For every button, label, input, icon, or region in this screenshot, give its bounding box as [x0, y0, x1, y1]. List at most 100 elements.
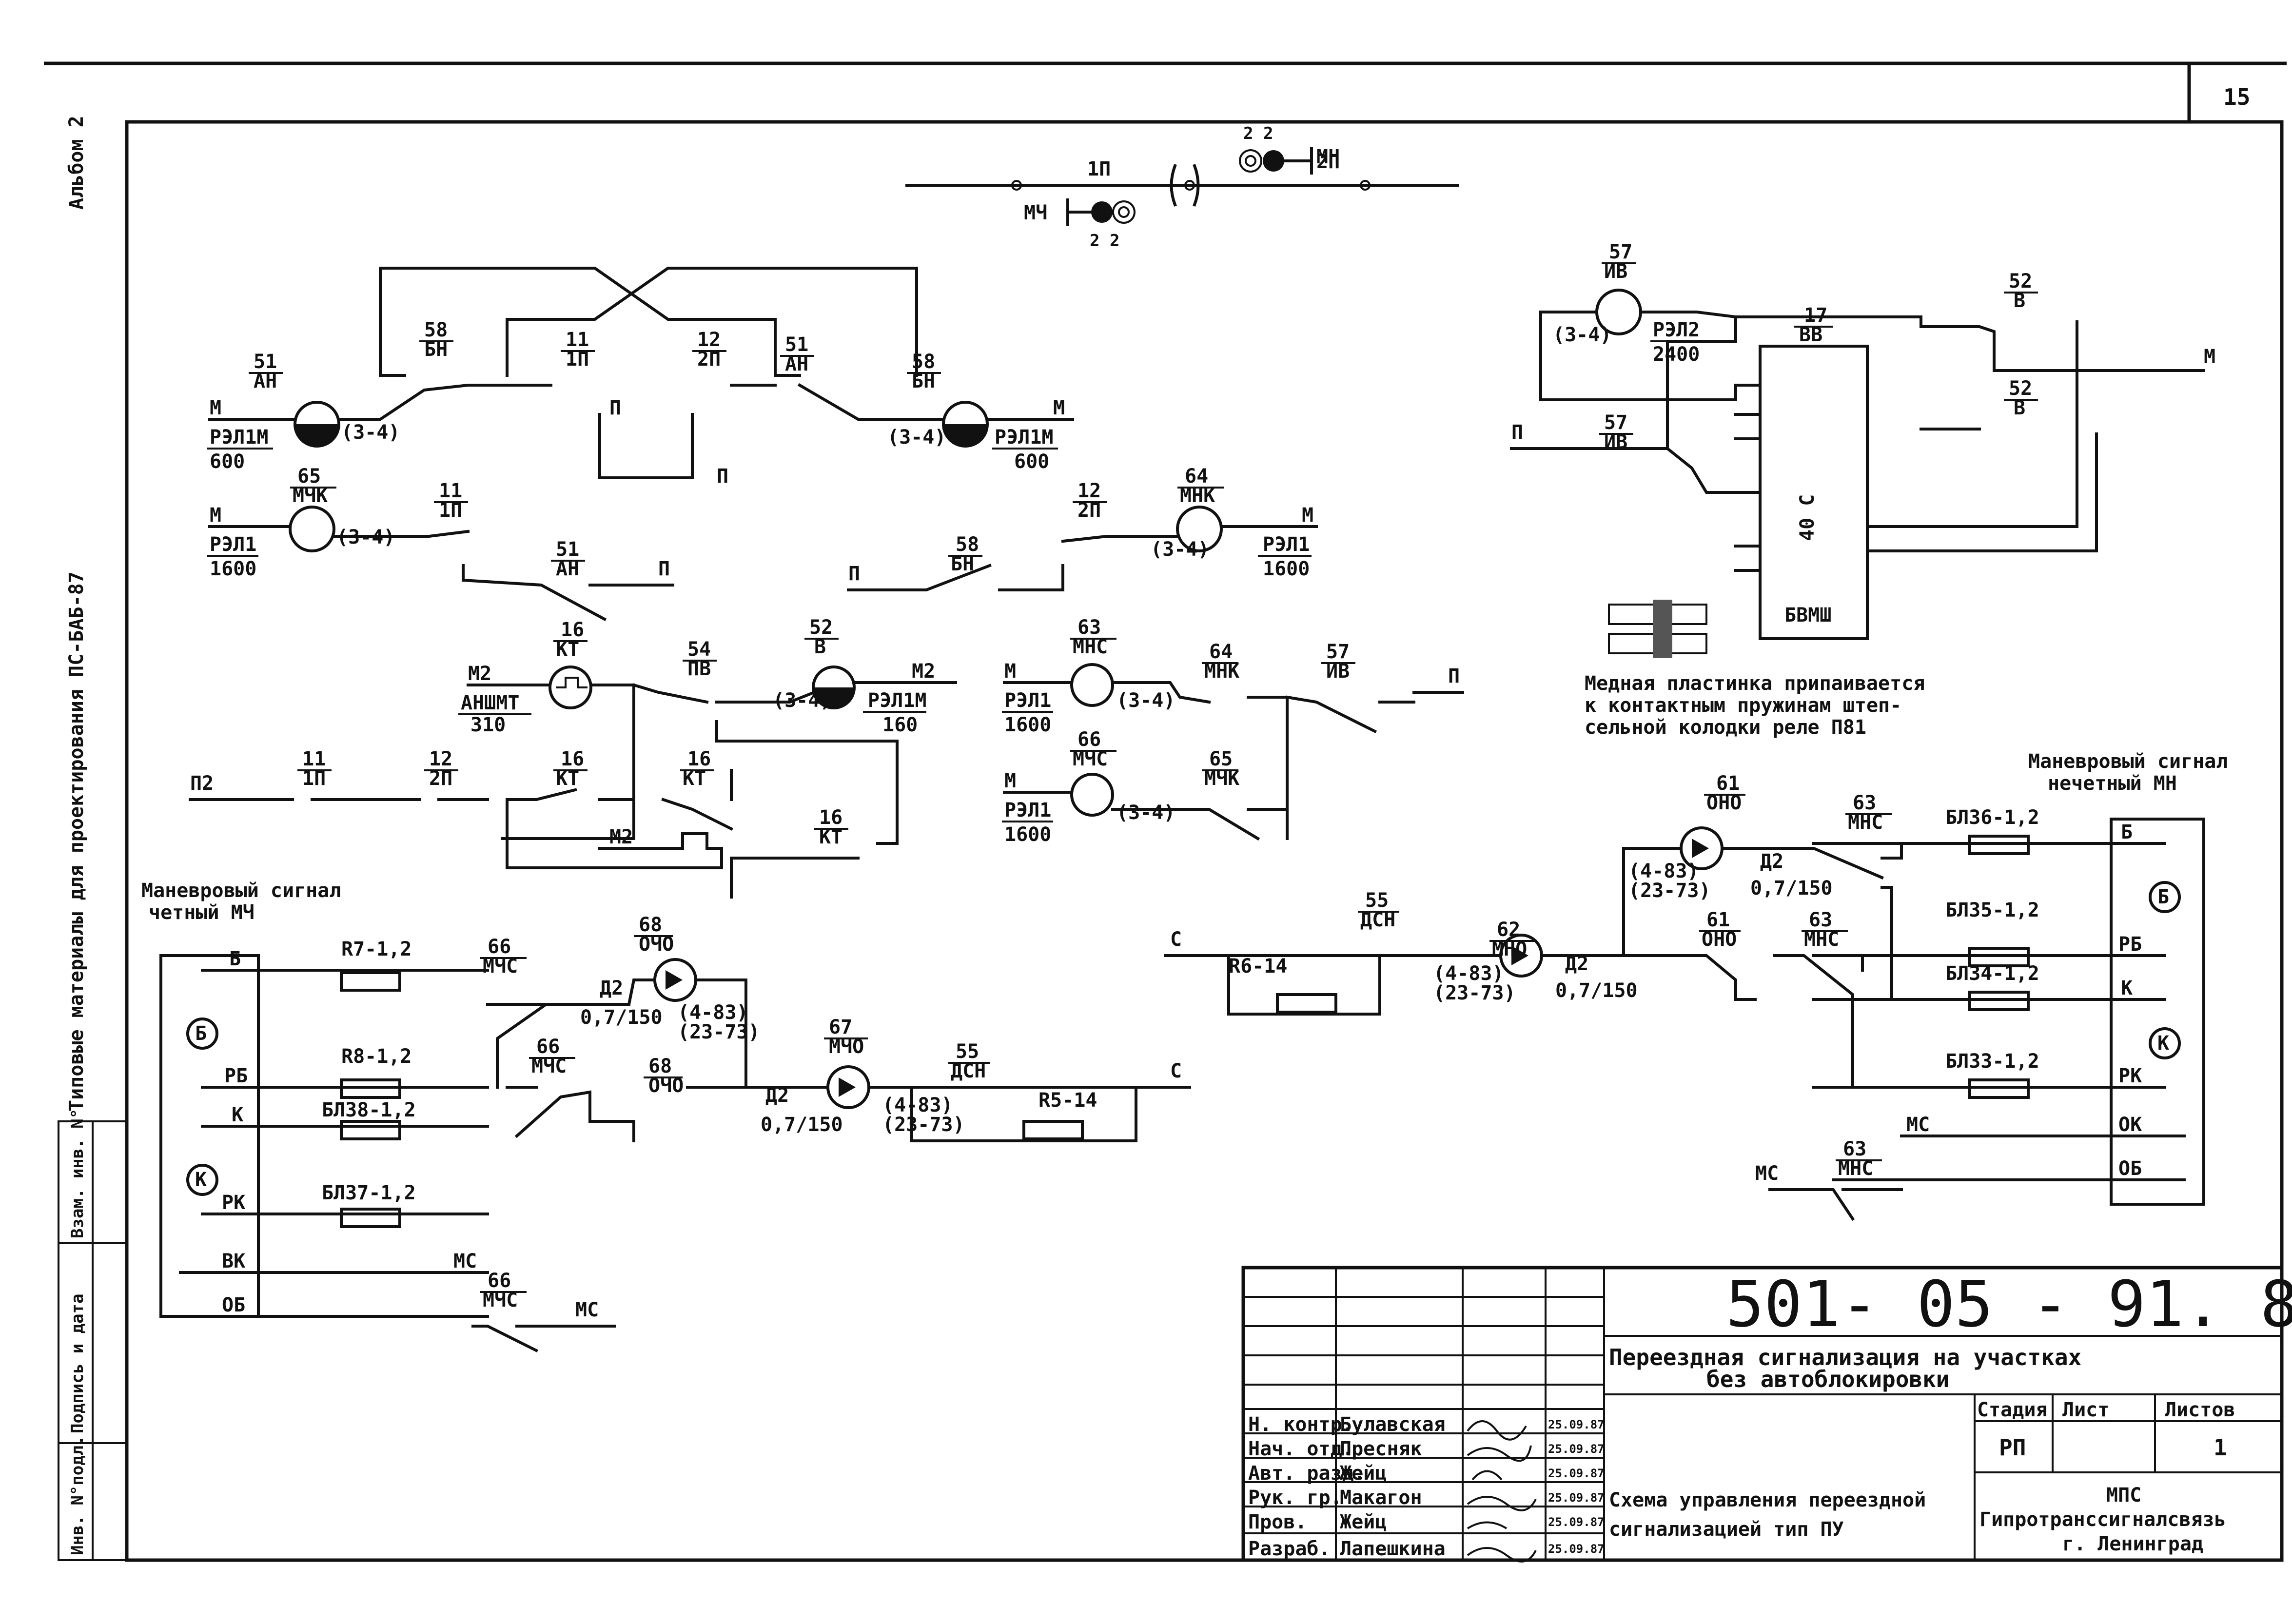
svg-text:1: 1 [2214, 1434, 2227, 1461]
svg-text:С: С [1170, 928, 1182, 951]
svg-text:58: 58 [912, 351, 935, 373]
signal-mn-circuit: Маневровый сигнал нечетный МН Б К Б РБ К… [1164, 750, 2228, 1221]
svg-text:51: 51 [785, 333, 808, 356]
svg-text:Б: Б [2121, 821, 2133, 843]
bvmsh-block [1759, 345, 1869, 640]
svg-text:К: К [195, 1169, 207, 1191]
svg-text:нечетный МН: нечетный МН [2048, 772, 2177, 795]
svg-text:РЭЛ1: РЭЛ1 [1263, 533, 1310, 556]
svg-text:Жейц: Жейц [1340, 1462, 1387, 1485]
svg-text:1600: 1600 [1004, 714, 1051, 736]
svg-text:57: 57 [1326, 641, 1350, 663]
svg-text:25.09.87: 25.09.87 [1548, 1467, 1605, 1480]
svg-text:К: К [232, 1104, 243, 1126]
svg-text:(4-83): (4-83) [882, 1094, 953, 1116]
svg-text:160: 160 [882, 714, 918, 736]
svg-text:Пресняк: Пресняк [1340, 1438, 1422, 1460]
svg-text:четный МЧ: четный МЧ [149, 901, 255, 924]
svg-text:ОК: ОК [2118, 1114, 2142, 1136]
svg-text:1600: 1600 [1004, 823, 1051, 846]
svg-text:Пров.: Пров. [1248, 1511, 1307, 1533]
svg-text:600: 600 [210, 450, 245, 473]
svg-text:Гипротранссигналсвязь: Гипротранссигналсвязь [1979, 1508, 2226, 1531]
svg-text:(4-83): (4-83) [1433, 962, 1504, 985]
svg-text:12: 12 [697, 329, 721, 351]
svg-text:R5-14: R5-14 [1038, 1089, 1097, 1112]
svg-text:0,7/150: 0,7/150 [580, 1006, 663, 1029]
svg-text:(3-4): (3-4) [1117, 689, 1175, 712]
svg-text:57: 57 [1604, 411, 1627, 434]
signatures [1467, 1420, 1537, 1563]
svg-text:МС: МС [1906, 1114, 1930, 1136]
iv-bvmsh-circuit: 57 ИВ (3-4) РЭЛ2 2400 17 ВВ БВМШ 40 С П … [1510, 241, 2215, 739]
svg-text:68: 68 [648, 1055, 672, 1077]
svg-text:БЛ38-1,2: БЛ38-1,2 [322, 1099, 416, 1121]
svg-text:РК: РК [2118, 1065, 2142, 1087]
svg-text:Д2: Д2 [1760, 850, 1783, 873]
mns-mchs-circuit: 63 МНС М РЭЛ1 1600 (3-4) 64 МНК 57 ИВ П … [1002, 616, 1464, 846]
svg-text:64: 64 [1185, 465, 1208, 488]
svg-text:П: П [848, 563, 860, 585]
an-bn-circuit: 51 АН М РЭЛ1М 600 (3-4) 58 БН 11 1П 12 2… [207, 267, 1074, 488]
svg-text:П: П [1511, 421, 1523, 444]
svg-text:МС: МС [453, 1250, 477, 1272]
svg-text:Рук. гр.: Рук. гр. [1248, 1487, 1342, 1509]
svg-text:Лапешкина: Лапешкина [1340, 1538, 1446, 1560]
svg-text:55: 55 [956, 1040, 979, 1063]
svg-text:52: 52 [2009, 377, 2032, 400]
svg-text:Маневровый сигнал: Маневровый сигнал [141, 880, 341, 902]
svg-text:Лист: Лист [2062, 1399, 2109, 1421]
svg-text:Б: Б [2157, 886, 2169, 908]
svg-text:(23-73): (23-73) [882, 1114, 965, 1136]
svg-text:52: 52 [2009, 270, 2032, 293]
signal-mn-label: МН [1316, 146, 1340, 168]
drawing-title-2: сигнализацией тип ПУ [1609, 1518, 1844, 1541]
svg-text:Жейц: Жейц [1340, 1511, 1387, 1533]
svg-text:РЭЛ1: РЭЛ1 [210, 533, 256, 556]
svg-text:М2: М2 [609, 826, 633, 848]
signal-mch-num: 2 2 [1090, 231, 1119, 251]
svg-text:R7-1,2: R7-1,2 [341, 938, 412, 960]
svg-text:Д2: Д2 [600, 977, 623, 999]
svg-text:РЭЛ2: РЭЛ2 [1653, 319, 1700, 341]
svg-text:54: 54 [687, 638, 711, 661]
svg-text:Разраб.: Разраб. [1248, 1538, 1331, 1560]
relay-mns-coil [1070, 663, 1114, 707]
svg-text:25.09.87: 25.09.87 [1548, 1515, 1605, 1529]
svg-text:М: М [210, 397, 221, 419]
svg-text:(23-73): (23-73) [1628, 880, 1711, 902]
svg-text:РЭЛ1М: РЭЛ1М [868, 689, 926, 712]
document-number: 501- 05 - 91. 87 [1726, 1267, 2292, 1341]
svg-text:г. Ленинград: г. Ленинград [2062, 1533, 2203, 1555]
svg-text:РЭЛ1: РЭЛ1 [1004, 689, 1051, 712]
svg-text:16: 16 [687, 748, 711, 770]
signal-mn-num: 2 2 [1243, 124, 1273, 143]
svg-text:66: 66 [536, 1036, 560, 1058]
svg-text:11: 11 [439, 480, 462, 502]
svg-text:М2: М2 [468, 663, 491, 685]
copper-plate [1653, 600, 1672, 658]
svg-text:(3-4): (3-4) [341, 421, 400, 444]
svg-text:(23-73): (23-73) [678, 1021, 760, 1043]
svg-text:АНШМТ: АНШМТ [461, 692, 519, 714]
svg-text:57: 57 [1609, 241, 1632, 263]
svg-text:55: 55 [1365, 889, 1389, 912]
track-plan: 1П 2П МЧ 2 2 МН 2 2 [905, 124, 1459, 251]
svg-text:БЛ36-1,2: БЛ36-1,2 [1945, 806, 2039, 829]
svg-text:РК: РК [222, 1192, 245, 1214]
svg-text:М: М [1004, 660, 1016, 683]
insulating-joint [1170, 164, 1200, 207]
svg-text:ВК: ВК [222, 1250, 245, 1272]
note-line-1: Медная пластинка припаивается [1585, 672, 1925, 695]
svg-text:ОБ: ОБ [222, 1294, 245, 1316]
svg-text:(4-83): (4-83) [1628, 860, 1699, 882]
svg-text:Н. контр.: Н. контр. [1248, 1413, 1354, 1436]
relay-mnk-coil [1176, 506, 1223, 552]
svg-text:51: 51 [254, 351, 277, 373]
svg-text:РЭЛ1М: РЭЛ1М [210, 426, 268, 449]
svg-text:Стадия: Стадия [1977, 1399, 2048, 1421]
svg-text:40 С: 40 С [1796, 494, 1819, 541]
svg-text:65: 65 [1209, 748, 1233, 770]
svg-text:БЛ33-1,2: БЛ33-1,2 [1945, 1050, 2039, 1073]
svg-text:600: 600 [1014, 450, 1049, 473]
